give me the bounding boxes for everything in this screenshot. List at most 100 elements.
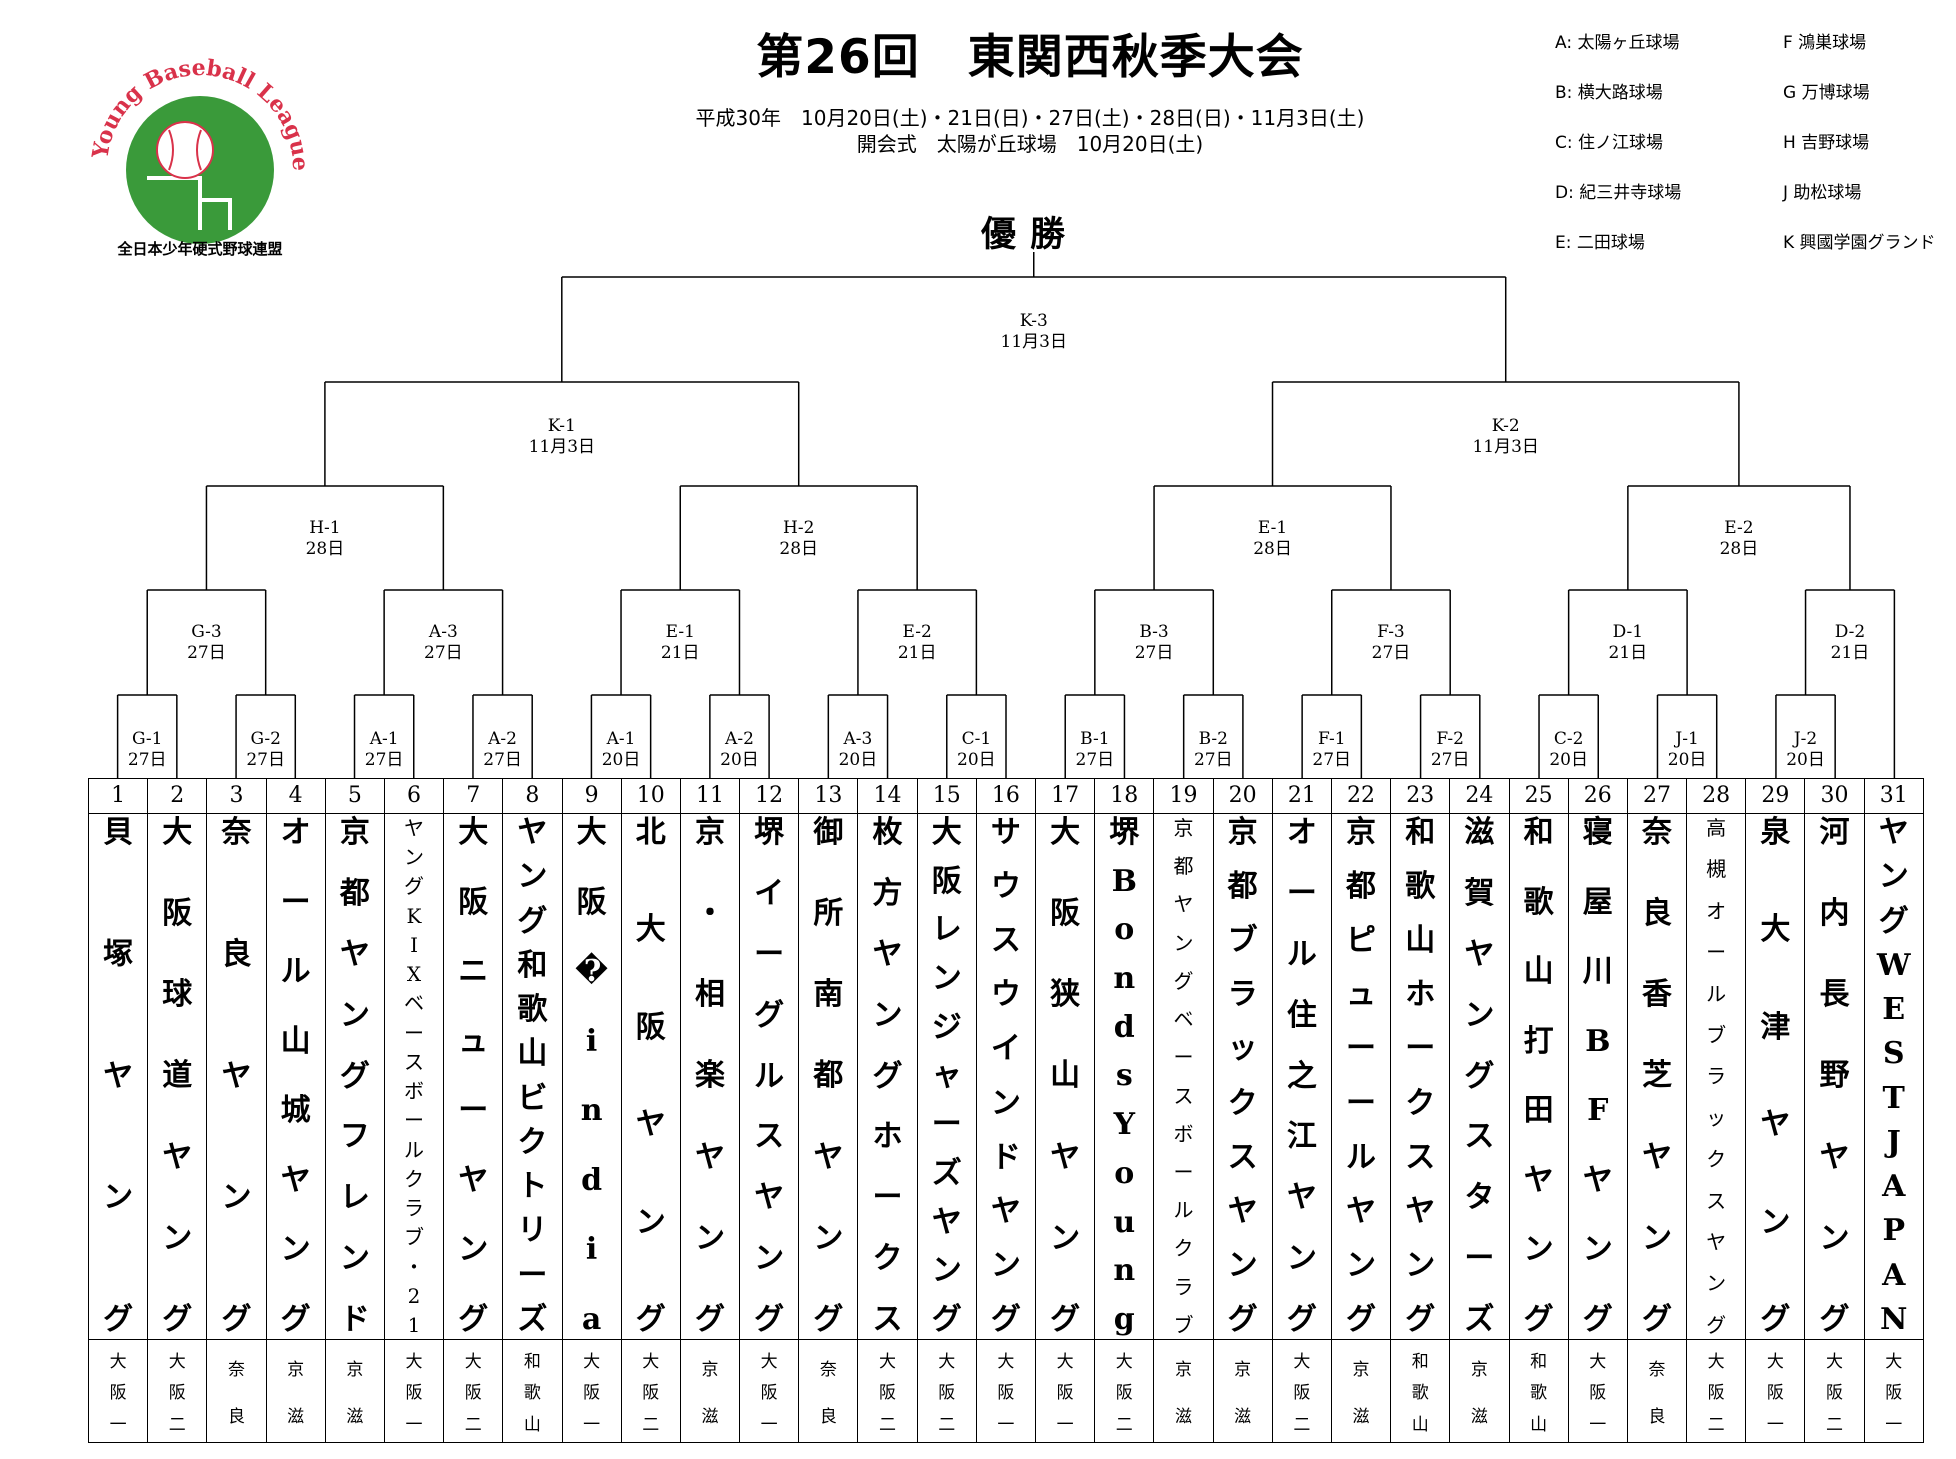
team-name: 貝塚ヤング	[89, 814, 148, 1340]
match-label: G-3 27日	[187, 622, 226, 663]
match-label: K-3 11月3日	[1000, 311, 1067, 352]
team-name: オール住之江ヤング	[1272, 814, 1331, 1340]
team-region: 大阪二	[1115, 1352, 1133, 1435]
team-region: 大阪二	[938, 1352, 956, 1435]
team-name: 泉大津ヤング	[1746, 814, 1805, 1340]
match-label: C-2 20日	[1549, 729, 1588, 770]
team-number: 14	[858, 779, 917, 814]
team-name: 滋賀ヤングスターズ	[1450, 814, 1509, 1340]
team-number: 17	[1036, 779, 1095, 814]
team-number: 21	[1272, 779, 1331, 814]
team-number: 15	[917, 779, 976, 814]
venue-item: D: 紀三井寺球場	[1555, 183, 1682, 203]
team-name: 大阪レンジャーズヤング	[917, 814, 976, 1340]
team-region: 京滋	[1234, 1360, 1252, 1427]
team-number: 27	[1627, 779, 1687, 814]
team-region: 京滋	[1470, 1360, 1488, 1427]
team-region: 奈良	[1648, 1360, 1666, 1427]
team-region: 大阪二	[879, 1352, 897, 1435]
team-name: 大阪球道ヤング	[148, 814, 207, 1340]
match-label: C-1 20日	[957, 729, 996, 770]
match-label: A-3 27日	[424, 622, 463, 663]
match-label: B-2 27日	[1193, 729, 1233, 770]
team-number: 3	[207, 779, 266, 814]
match-label: E-2 28日	[1719, 518, 1759, 559]
match-label: J-1 20日	[1667, 729, 1707, 770]
page-title: 第26回 東関西秋季大会	[756, 30, 1304, 85]
match-label: F-3 27日	[1371, 622, 1411, 663]
venue-item: C: 住ノ江球場	[1555, 133, 1664, 153]
team-name: 堺イーグルスヤング	[740, 814, 799, 1340]
match-label: K-1 11月3日	[528, 416, 596, 457]
team-name: 京都ヤングフレンド	[325, 814, 384, 1340]
team-region: 大阪二	[1826, 1352, 1844, 1435]
team-number: 12	[740, 779, 799, 814]
team-name: 御所南都ヤング	[799, 814, 858, 1340]
match-label: E-2 21日	[897, 622, 937, 663]
venue-item: F 鴻巣球場	[1783, 33, 1867, 53]
team-region: 和歌山	[523, 1352, 541, 1435]
opening-ceremony: 開会式 太陽が丘球場 10月20日(土)	[856, 132, 1204, 156]
team-number: 4	[266, 779, 325, 814]
team-name: 京都ブラックスヤング	[1213, 814, 1272, 1340]
team-number: 7	[444, 779, 503, 814]
team-name: ヤング和歌山ビクトリーズ	[503, 814, 562, 1340]
match-label: A-1 20日	[601, 729, 641, 770]
team-name: 奈良ヤング	[207, 814, 266, 1340]
venue-item: H 吉野球場	[1783, 133, 1870, 153]
team-region: 大阪二	[1707, 1352, 1725, 1435]
team-name: 和歌山打田ヤング	[1509, 814, 1568, 1340]
match-label: H-2 28日	[779, 518, 819, 559]
venue-item: G 万博球場	[1783, 83, 1870, 103]
team-region: 大阪一	[405, 1352, 423, 1435]
team-number: 25	[1509, 779, 1568, 814]
logo-caption: 全日本少年硬式野球連盟	[116, 240, 282, 258]
team-region: 大阪一	[760, 1352, 778, 1435]
team-number: 28	[1687, 779, 1746, 814]
team-name: サウスウインドヤング	[976, 814, 1035, 1340]
team-region: 京滋	[346, 1360, 364, 1427]
team-region: 京滋	[1174, 1360, 1192, 1427]
team-number: 13	[799, 779, 858, 814]
team-name: 奈良香芝ヤング	[1627, 814, 1687, 1340]
team-region: 大阪二	[642, 1352, 660, 1435]
team-region: 大阪一	[583, 1352, 601, 1435]
match-label: B-3 27日	[1134, 622, 1174, 663]
match-label: F-2 27日	[1430, 729, 1470, 770]
venue-item: A: 太陽ヶ丘球場	[1555, 33, 1680, 53]
team-name: 河内長野ヤング	[1805, 814, 1864, 1340]
match-label: D-1 21日	[1608, 622, 1648, 663]
team-name: 高槻オールブラックスヤング	[1687, 814, 1746, 1340]
team-number: 1	[89, 779, 148, 814]
team-number: 26	[1568, 779, 1627, 814]
team-region: 京滋	[701, 1360, 719, 1427]
team-region: 大阪二	[1293, 1352, 1311, 1435]
league-logo: Young Baseball League 全日本少年硬式野球連盟	[87, 55, 313, 258]
match-label: K-2 11月3日	[1472, 416, 1539, 457]
team-number: 18	[1095, 779, 1154, 814]
venue-item: K 興國学園グランド	[1783, 233, 1936, 253]
team-number: 30	[1805, 779, 1864, 814]
